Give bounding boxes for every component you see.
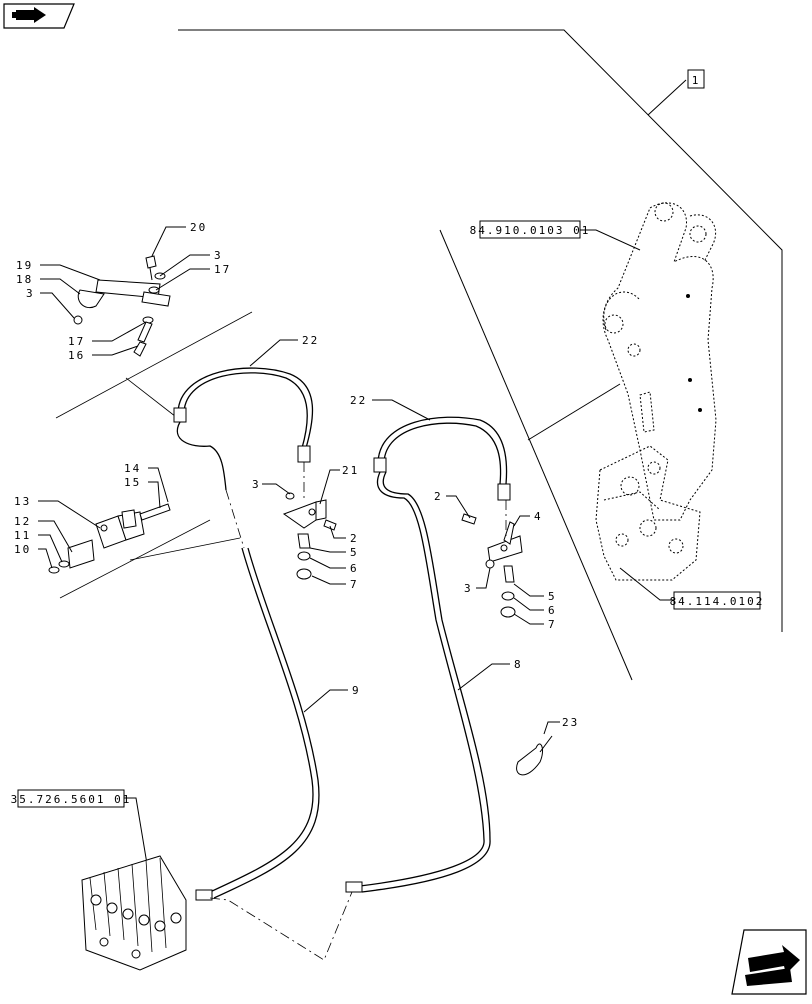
ref-group-label: 1 xyxy=(692,74,701,87)
hose-22-right xyxy=(373,416,511,501)
control-valve-block xyxy=(81,855,187,971)
ref-box-boom[interactable]: 84.910.0103 01 xyxy=(470,220,641,251)
ref-box-valve[interactable]: 35.726.5601 01 xyxy=(11,789,151,883)
back-arrow-icon[interactable] xyxy=(3,3,75,29)
callout-leaders xyxy=(38,226,560,735)
callout-18: 18 xyxy=(16,273,33,286)
callout-17-a: 17 xyxy=(214,263,231,276)
callout-9: 9 xyxy=(352,684,361,697)
hose-connection-lines xyxy=(209,462,507,961)
hose-22-left xyxy=(173,367,314,463)
callout-7-a: 7 xyxy=(350,578,359,591)
chassis-mount-outline xyxy=(595,445,701,581)
hose-9 xyxy=(176,421,320,901)
callout-14: 14 xyxy=(124,462,141,475)
callout-16: 16 xyxy=(68,349,85,362)
callout-2-a: 2 xyxy=(350,532,359,545)
clamp-bracket-assembly xyxy=(73,255,171,357)
callout-2-b: 2 xyxy=(434,490,443,503)
cable-tie xyxy=(516,735,553,776)
callout-5-a: 5 xyxy=(350,546,359,559)
ref-box-group[interactable]: 1 xyxy=(687,69,705,89)
callout-22-b: 22 xyxy=(350,394,367,407)
callout-11: 11 xyxy=(14,529,31,542)
callout-19: 19 xyxy=(16,259,33,272)
ref-box-chassis[interactable]: 84.114.0102 xyxy=(619,567,765,610)
callout-5-b: 5 xyxy=(548,590,557,603)
callout-3-a: 3 xyxy=(214,249,223,262)
callout-3-c: 3 xyxy=(252,478,261,491)
callout-4: 4 xyxy=(534,510,543,523)
callout-6-b: 6 xyxy=(548,604,557,617)
hose-8 xyxy=(345,471,491,893)
callout-13: 13 xyxy=(14,495,31,508)
forward-arrow-icon[interactable] xyxy=(731,929,807,995)
callout-7-b: 7 xyxy=(548,618,557,631)
callout-21: 21 xyxy=(342,464,359,477)
callout-3-d: 3 xyxy=(464,582,473,595)
callout-10: 10 xyxy=(14,543,31,556)
loader-boom-outline xyxy=(602,202,717,521)
group-frame-lines xyxy=(55,29,783,681)
callout-22-a: 22 xyxy=(302,334,319,347)
hose-bracket-right xyxy=(461,513,523,618)
callout-15: 15 xyxy=(124,476,141,489)
hose-bracket-left xyxy=(282,492,337,580)
callout-labels: 20 3 17 19 18 3 17 16 22 22 14 15 13 12 … xyxy=(14,221,579,729)
callout-17-b: 17 xyxy=(68,335,85,348)
callout-20: 20 xyxy=(190,221,207,234)
callout-3-b: 3 xyxy=(26,287,35,300)
ref-boom-label: 84.910.0103 01 xyxy=(470,224,591,237)
callout-23: 23 xyxy=(562,716,579,729)
callout-6-a: 6 xyxy=(350,562,359,575)
ref-valve-label: 35.726.5601 01 xyxy=(11,793,132,806)
callout-8: 8 xyxy=(514,658,523,671)
ref-chassis-label: 84.114.0102 xyxy=(670,595,765,608)
clamp-block-assembly xyxy=(48,503,171,574)
callout-12: 12 xyxy=(14,515,31,528)
